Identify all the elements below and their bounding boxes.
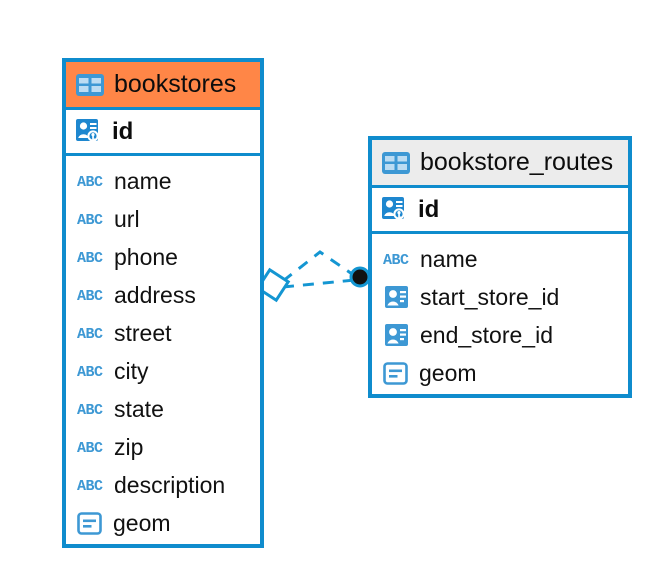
field-row[interactable]: ABC name bbox=[372, 240, 628, 278]
relationship-line-lower bbox=[282, 278, 356, 289]
table-header-bookstore-routes[interactable]: bookstore_routes bbox=[372, 140, 628, 188]
abc-icon: ABC bbox=[77, 400, 104, 418]
geometry-icon bbox=[383, 361, 409, 385]
field-row[interactable]: ABC name bbox=[66, 162, 260, 200]
field-label: address bbox=[114, 281, 196, 308]
field-label: description bbox=[114, 471, 226, 498]
foreign-key-icon bbox=[383, 323, 410, 348]
svg-text:ABC: ABC bbox=[77, 326, 103, 342]
field-row[interactable]: ABC street bbox=[66, 314, 260, 352]
field-label: state bbox=[114, 395, 164, 422]
field-row[interactable]: geom bbox=[372, 354, 628, 392]
abc-icon: ABC bbox=[77, 324, 104, 342]
primary-key-icon bbox=[382, 197, 409, 222]
svg-text:ABC: ABC bbox=[77, 250, 103, 266]
field-row[interactable]: end_store_id bbox=[372, 316, 628, 354]
field-label: geom bbox=[419, 359, 477, 386]
field-row[interactable]: ABC phone bbox=[66, 238, 260, 276]
field-row[interactable]: ABC zip bbox=[66, 428, 260, 466]
foreign-key-icon bbox=[383, 285, 410, 310]
field-row[interactable]: ABC description bbox=[66, 466, 260, 504]
relationship-line-upper bbox=[282, 250, 356, 283]
svg-text:ABC: ABC bbox=[77, 288, 103, 304]
table-title: bookstores bbox=[114, 70, 237, 98]
svg-text:ABC: ABC bbox=[77, 174, 103, 190]
field-label: geom bbox=[113, 509, 171, 536]
abc-icon: ABC bbox=[77, 438, 104, 456]
abc-icon: ABC bbox=[77, 476, 104, 494]
svg-text:ABC: ABC bbox=[77, 364, 103, 380]
abc-icon: ABC bbox=[77, 286, 104, 304]
table-icon bbox=[382, 151, 410, 174]
field-label: zip bbox=[114, 433, 144, 460]
field-label: city bbox=[114, 357, 149, 384]
field-list-bookstore-routes: ABC name start_store_id bbox=[372, 234, 628, 398]
svg-text:ABC: ABC bbox=[383, 252, 409, 268]
svg-text:ABC: ABC bbox=[77, 478, 103, 494]
field-label: street bbox=[114, 319, 172, 346]
field-label: start_store_id bbox=[420, 283, 560, 310]
abc-icon: ABC bbox=[77, 248, 104, 266]
field-list-bookstores: ABC name ABC url ABC bbox=[66, 156, 260, 548]
geometry-icon bbox=[77, 511, 103, 535]
field-row[interactable]: ABC city bbox=[66, 352, 260, 390]
field-row[interactable]: geom bbox=[66, 504, 260, 542]
field-label: phone bbox=[114, 243, 178, 270]
primary-key-label: id bbox=[112, 117, 134, 145]
svg-text:ABC: ABC bbox=[77, 440, 103, 456]
field-row[interactable]: ABC state bbox=[66, 390, 260, 428]
table-bookstore-routes[interactable]: bookstore_routes id bbox=[368, 136, 632, 398]
filled-circle-marker-icon bbox=[349, 266, 371, 288]
svg-text:ABC: ABC bbox=[77, 402, 103, 418]
table-icon bbox=[76, 73, 104, 96]
field-label: name bbox=[114, 167, 172, 194]
primary-key-row-bookstores[interactable]: id bbox=[66, 110, 260, 156]
abc-icon: ABC bbox=[383, 250, 410, 268]
field-row[interactable]: ABC url bbox=[66, 200, 260, 238]
field-row[interactable]: start_store_id bbox=[372, 278, 628, 316]
table-title: bookstore_routes bbox=[420, 148, 614, 176]
field-label: end_store_id bbox=[420, 321, 553, 348]
table-bookstores[interactable]: bookstores id bbox=[62, 58, 264, 548]
field-label: url bbox=[114, 205, 140, 232]
abc-icon: ABC bbox=[77, 172, 104, 190]
primary-key-row-bookstore-routes[interactable]: id bbox=[372, 188, 628, 234]
field-row[interactable]: ABC address bbox=[66, 276, 260, 314]
primary-key-icon bbox=[76, 119, 103, 144]
svg-text:ABC: ABC bbox=[77, 212, 103, 228]
abc-icon: ABC bbox=[77, 210, 104, 228]
primary-key-label: id bbox=[418, 195, 440, 223]
field-label: name bbox=[420, 245, 478, 272]
abc-icon: ABC bbox=[77, 362, 104, 380]
table-header-bookstores[interactable]: bookstores bbox=[66, 62, 260, 110]
